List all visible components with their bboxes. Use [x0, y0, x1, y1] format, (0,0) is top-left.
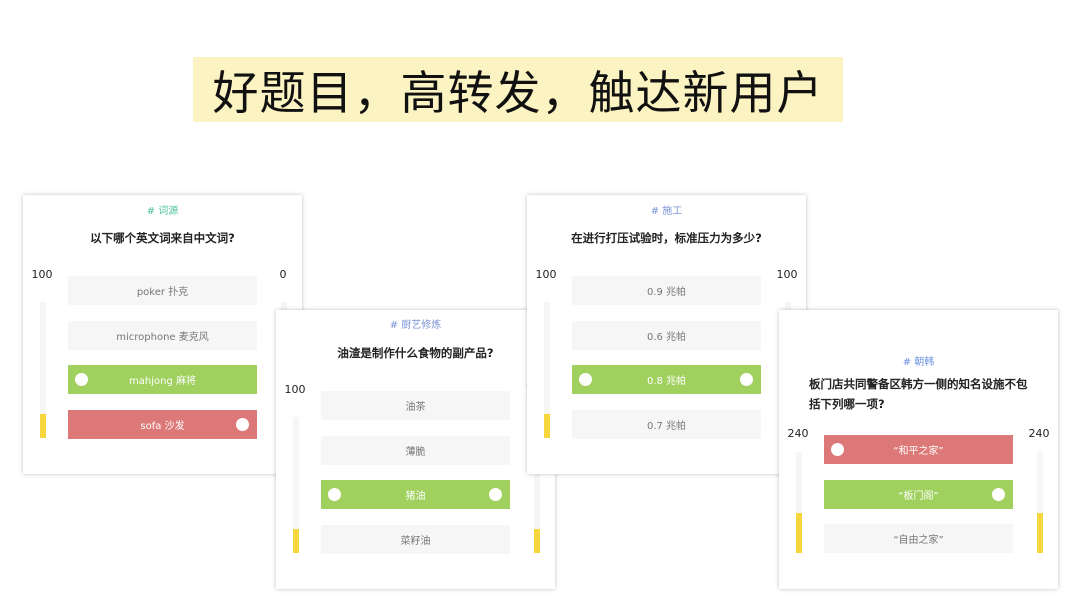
answer-option[interactable]: mahjong 麻将	[68, 365, 257, 394]
option-label: 油茶	[405, 402, 426, 413]
option-label: microphone 麦克风	[116, 331, 209, 343]
option-label: 0.6 兆帕	[646, 331, 687, 343]
question-text: 油渣是制作什么食物的副产品?	[337, 346, 494, 360]
option-label: mahjong 麻将	[129, 376, 196, 387]
option-label: poker 扑克	[136, 287, 189, 298]
option-label: 猪油	[405, 491, 426, 502]
option-label: sofa 沙发	[140, 420, 185, 432]
left-player-pick-marker	[579, 373, 592, 386]
answer-option[interactable]: sofa 沙发	[68, 409, 257, 439]
left-score-fill	[293, 528, 299, 553]
left-player-score: 100	[31, 268, 53, 281]
quiz-card: # 朝韩板门店共同警备区韩方一侧的知名设施不包括下列哪一项? 240 240 “和平之…	[779, 310, 1058, 589]
option-label: 薄脆	[405, 446, 426, 458]
answer-option[interactable]: “板门阁”	[824, 479, 1013, 509]
left-player-pick-marker	[831, 443, 844, 456]
left-score-fill	[544, 413, 550, 438]
category-tag: # 朝韩	[902, 357, 935, 368]
answer-option[interactable]: 0.6 兆帕	[572, 320, 761, 350]
option-label: “和平之家”	[893, 446, 944, 457]
option-label: 0.7 兆帕	[646, 420, 687, 432]
left-player-score: 240	[787, 427, 809, 440]
answer-option[interactable]: 0.7 兆帕	[572, 409, 761, 439]
left-player-pick-marker	[75, 373, 88, 386]
category-tag: # 词源	[146, 206, 179, 217]
question-text: 板门店共同警备区韩方一侧的知名设施不包括下列哪一项?	[809, 377, 1028, 411]
right-player-score: 0	[279, 268, 287, 281]
question-text: 在进行打压试验时，标准压力为多少?	[571, 231, 762, 245]
left-score-fill	[796, 512, 802, 553]
answer-option[interactable]: 0.9 兆帕	[572, 276, 761, 305]
right-score-bar	[1037, 452, 1043, 553]
answer-option[interactable]: poker 扑克	[68, 276, 257, 305]
right-score-bar	[534, 417, 540, 553]
headline-banner: 好题目，高转发，触达新用户	[193, 57, 843, 122]
right-player-pick-marker	[992, 487, 1005, 501]
right-player-pick-marker	[740, 373, 753, 386]
right-player-pick-marker	[236, 417, 249, 431]
category-tag: # 厨艺修炼	[389, 320, 442, 331]
right-player-pick-marker	[489, 488, 502, 501]
answer-option[interactable]: microphone 麦克风	[68, 320, 257, 350]
left-player-pick-marker	[328, 488, 341, 501]
left-score-bar	[544, 302, 550, 438]
answer-option[interactable]: 菜籽油	[321, 524, 510, 554]
answer-option[interactable]: 猪油	[321, 480, 510, 509]
left-player-score: 100	[535, 268, 557, 281]
category-tag: # 施工	[650, 206, 683, 217]
right-score-fill	[1037, 512, 1043, 553]
quiz-card: # 施工在进行打压试验时，标准压力为多少? 100 100 0.9 兆帕 0.6 兆帕 0…	[527, 195, 806, 474]
right-player-score: 100	[776, 268, 798, 281]
answer-option[interactable]: 0.8 兆帕	[572, 365, 761, 394]
option-label: 0.8 兆帕	[646, 376, 687, 387]
quiz-card: # 词源以下哪个英文词来自中文词? 100 0 poker 扑克 microphone …	[23, 195, 302, 474]
answer-option[interactable]: “自由之家”	[824, 524, 1013, 553]
option-label: 0.9 兆帕	[646, 287, 687, 298]
answer-option[interactable]: 薄脆	[321, 435, 510, 465]
answer-option[interactable]: 油茶	[321, 391, 510, 420]
option-label: “自由之家”	[893, 535, 944, 546]
left-score-fill	[40, 413, 46, 438]
option-label: “板门阁”	[898, 490, 939, 502]
answer-option[interactable]: “和平之家”	[824, 435, 1013, 464]
right-player-score: 240	[1028, 427, 1050, 440]
left-score-bar	[40, 302, 46, 438]
left-score-bar	[293, 417, 299, 553]
left-score-bar	[796, 452, 802, 553]
question-text: 以下哪个英文词来自中文词?	[90, 231, 235, 245]
option-label: 菜籽油	[400, 535, 431, 547]
left-player-score: 100	[284, 383, 306, 396]
right-score-fill	[534, 528, 540, 553]
